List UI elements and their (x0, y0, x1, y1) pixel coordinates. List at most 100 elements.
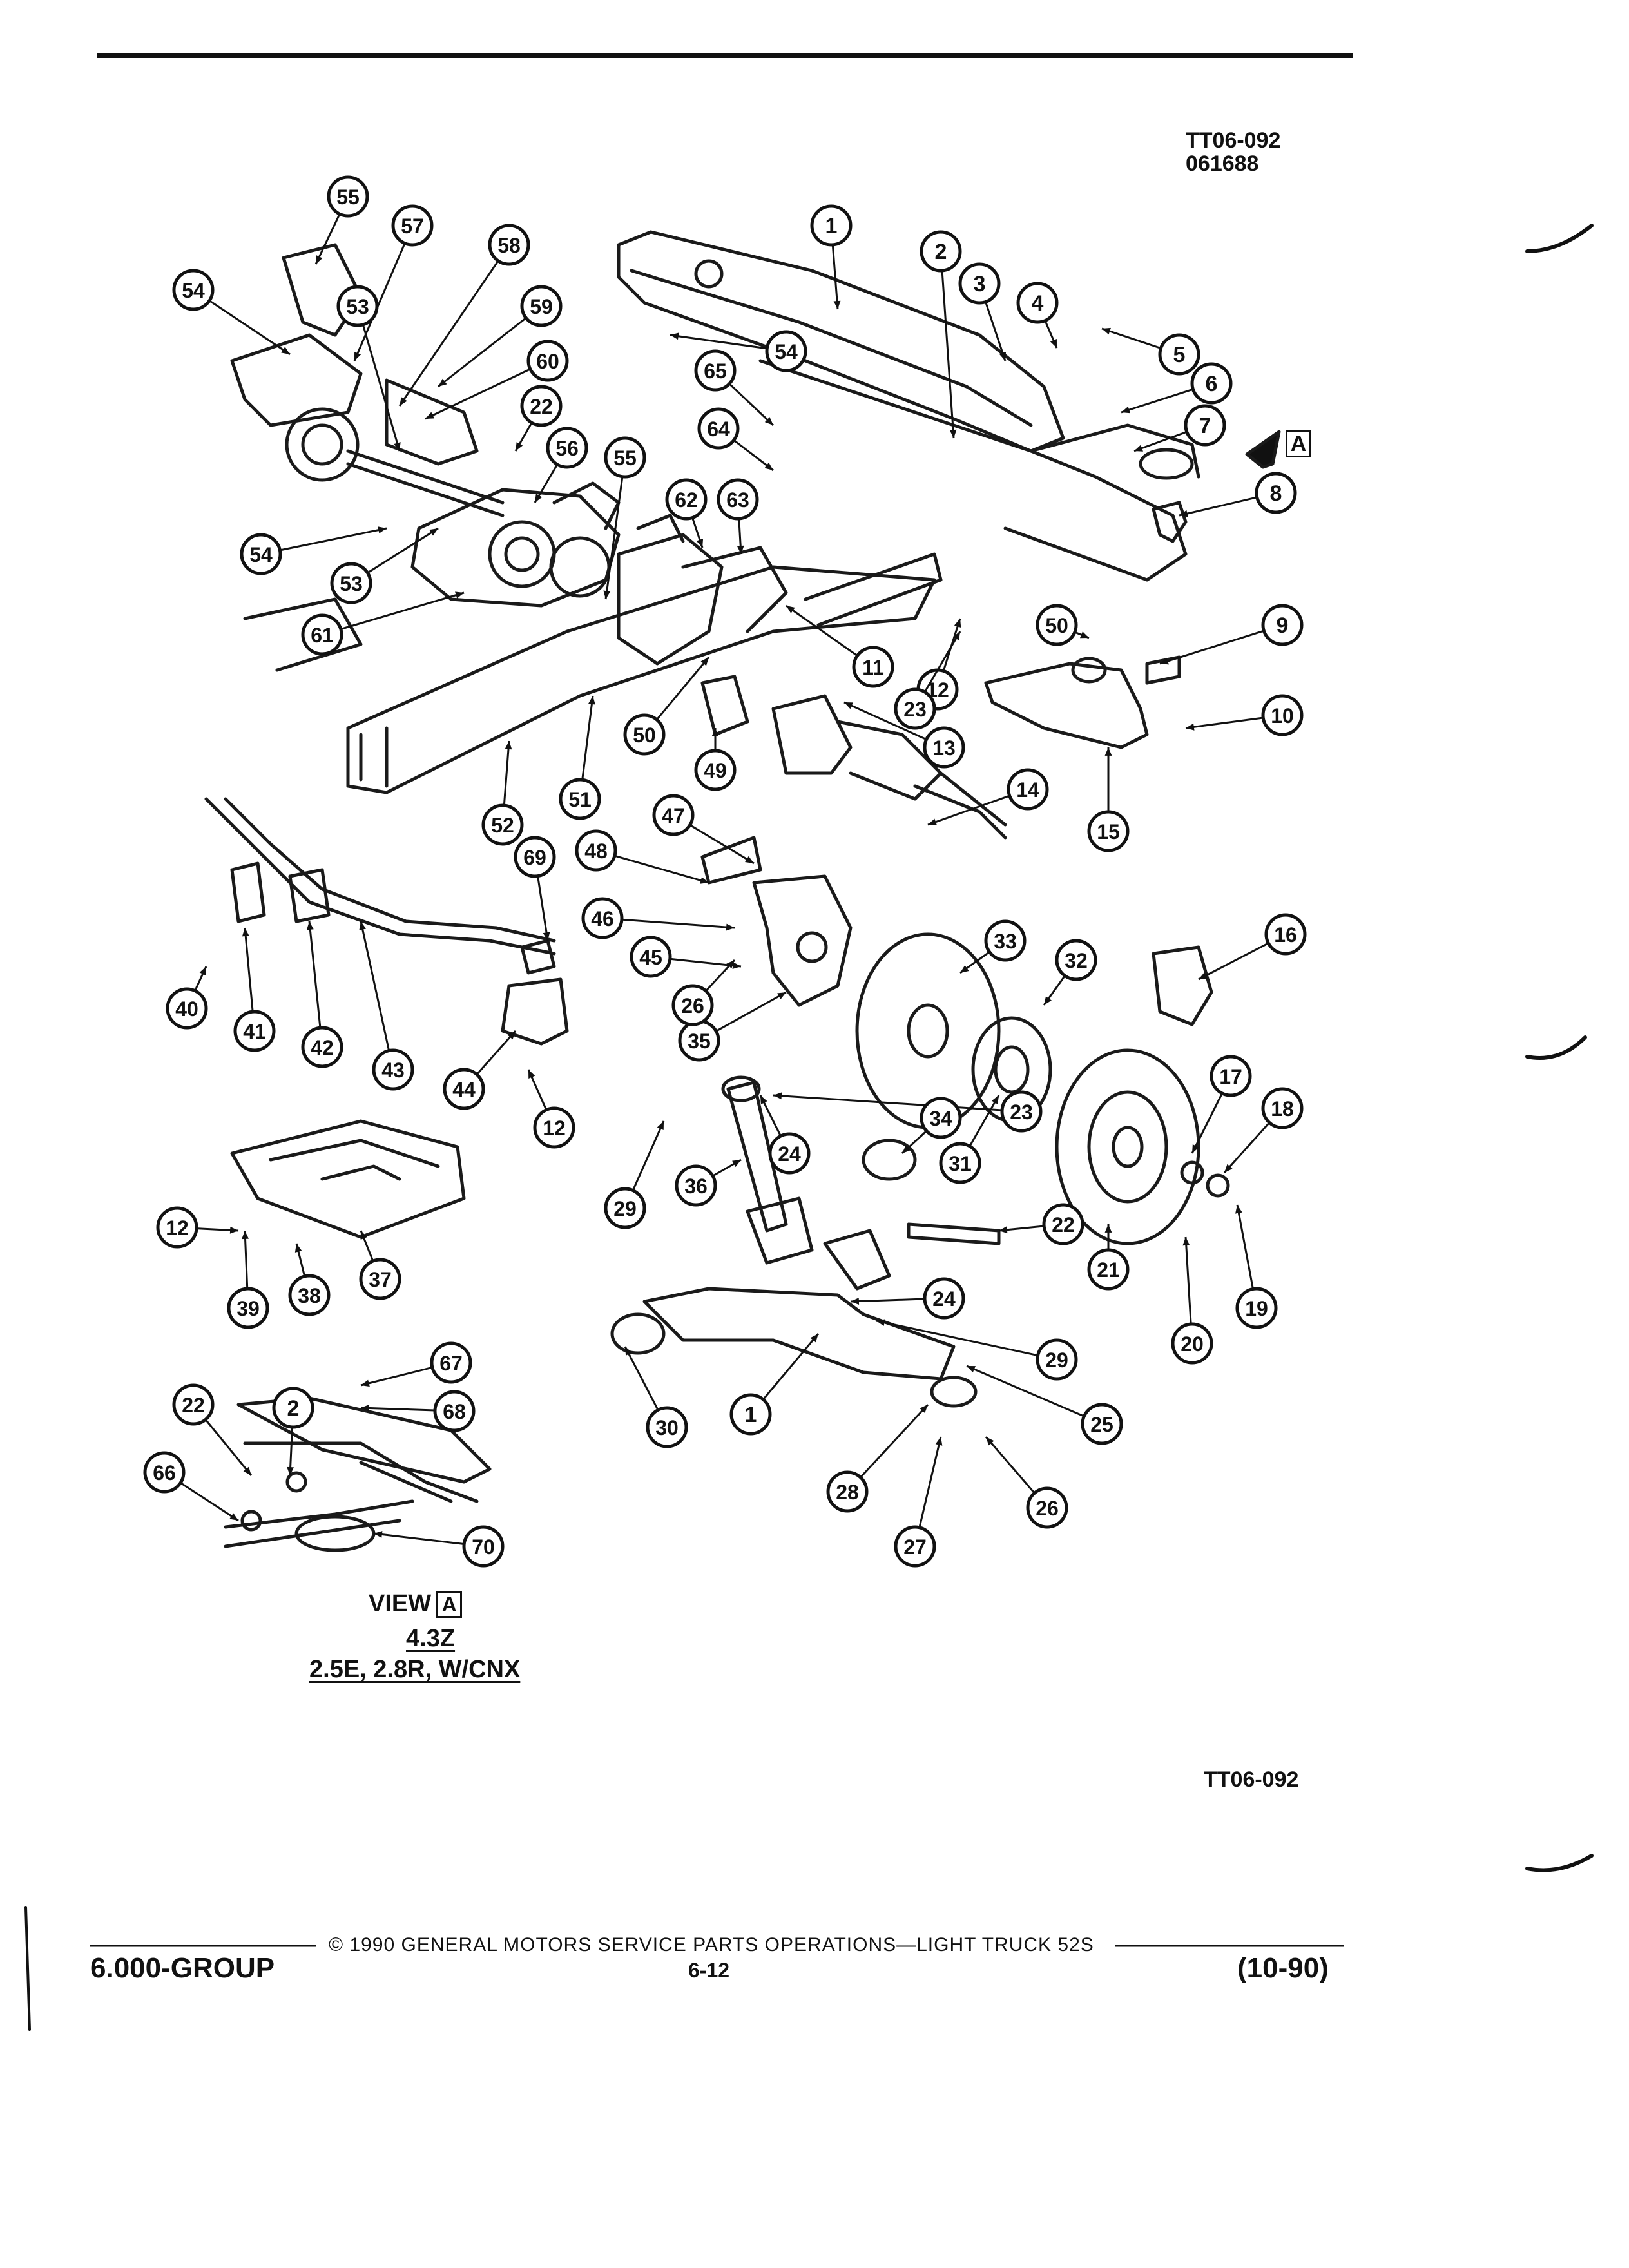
callout-56: 56 (534, 427, 588, 503)
callout-number: 12 (166, 1216, 189, 1240)
callout-leader (180, 1482, 239, 1522)
callout-number: 47 (662, 804, 685, 827)
callout-number: 21 (1097, 1258, 1120, 1282)
callout-arrowhead (760, 1095, 767, 1104)
callout-leader (941, 270, 955, 439)
callout-29: 29 (876, 1319, 1078, 1381)
callout-number: 17 (1219, 1065, 1242, 1088)
callout-circle (646, 1406, 688, 1448)
callout-arrowhead (1121, 406, 1130, 414)
callout-49: 49 (694, 728, 737, 791)
callout-circle (1261, 604, 1304, 646)
callout-arrowhead (954, 619, 961, 628)
callout-leader (670, 334, 767, 350)
callout-leader (476, 1030, 517, 1075)
callout-number: 1 (825, 214, 838, 238)
callout-leader (537, 876, 549, 941)
callout-54: 54 (172, 269, 291, 356)
callout-number: 25 (1090, 1413, 1113, 1436)
callout-number: 53 (340, 572, 363, 595)
callout-circle (765, 330, 807, 372)
callout-number: 45 (639, 946, 662, 969)
callout-1: 1 (810, 204, 853, 310)
callout-leader (773, 1094, 1003, 1111)
callout-leader (367, 527, 439, 574)
callout-40: 40 (166, 966, 208, 1030)
callout-5: 5 (1101, 327, 1200, 376)
callout-39: 39 (227, 1230, 269, 1329)
callout-arrowhead (1044, 996, 1052, 1005)
callout-arrowhead (360, 1231, 367, 1240)
callout-arrowhead (726, 923, 735, 931)
callout-45: 45 (630, 936, 742, 978)
callout-circle (810, 204, 853, 247)
callout-arrowhead (378, 526, 387, 533)
callout-leader (361, 324, 401, 452)
callout-leader (503, 740, 510, 806)
callout-circle (1261, 1087, 1304, 1129)
callout-circle (1055, 939, 1097, 981)
callout-circle (852, 646, 894, 688)
callout-arrowhead (1102, 327, 1111, 335)
callout-4: 4 (1016, 282, 1059, 349)
callout-circle (359, 1258, 401, 1300)
callout-number: 55 (336, 186, 360, 209)
callout-circle (166, 987, 208, 1030)
callout-arrowhead (354, 352, 361, 361)
callout-circle (1261, 694, 1304, 736)
callout-number: 22 (1052, 1213, 1075, 1236)
callout-63: 63 (717, 478, 759, 555)
callout-circle (288, 1274, 331, 1316)
callout-arrowhead (991, 1095, 999, 1104)
callout-circle (143, 1451, 186, 1494)
callout-number: 9 (1277, 613, 1289, 638)
callout-circle (1264, 913, 1307, 956)
front-differential (410, 481, 621, 608)
callout-leader (985, 1436, 1036, 1494)
callout-number: 56 (555, 437, 579, 460)
callout-arrowhead (535, 494, 543, 503)
callout-32: 32 (1043, 939, 1097, 1006)
callout-arrowhead (1179, 510, 1188, 517)
callout-number: 20 (1181, 1332, 1204, 1356)
callout-leader (1223, 1122, 1271, 1174)
caliper-bracket (1152, 945, 1213, 1026)
callout-24: 24 (850, 1277, 965, 1320)
callout-circle (1026, 1486, 1068, 1529)
callout-44: 44 (443, 1030, 517, 1110)
callout-arrowhead (876, 1319, 885, 1327)
shock-absorber (721, 1075, 814, 1265)
callout-number: 6 (1206, 372, 1218, 396)
callout-number: 8 (1270, 481, 1282, 506)
callout-6: 6 (1121, 362, 1233, 414)
callout-50: 50 (623, 657, 710, 756)
callout-arrowhead (438, 378, 447, 387)
callout-circle (1158, 333, 1200, 376)
callout-arrowhead (657, 1121, 664, 1130)
callout-64: 64 (697, 407, 774, 472)
callout-number: 12 (543, 1117, 566, 1140)
callout-number: 46 (591, 907, 614, 930)
callout-circle (520, 285, 563, 327)
callout-16: 16 (1198, 913, 1307, 981)
callout-arrowhead (505, 741, 512, 750)
callout-arrowhead (732, 962, 741, 970)
callout-arrowhead (700, 657, 709, 666)
callout-circle (665, 478, 708, 521)
callout-circle (923, 726, 965, 769)
callout-leader (843, 701, 927, 741)
callout-number: 3 (974, 272, 986, 296)
callout-circle (923, 1277, 965, 1320)
callout-leader (340, 591, 465, 630)
callout-circle (1190, 362, 1233, 405)
callout-arrowhead (986, 1437, 994, 1446)
callout-65: 65 (694, 349, 775, 427)
callout-arrowhead (294, 1244, 302, 1253)
callout-number: 14 (1016, 778, 1039, 802)
callout-54: 54 (670, 330, 807, 372)
callout-circle (694, 749, 737, 791)
callout-circle (1255, 472, 1297, 514)
callout-22: 22 (514, 385, 563, 452)
callout-41: 41 (233, 927, 276, 1052)
